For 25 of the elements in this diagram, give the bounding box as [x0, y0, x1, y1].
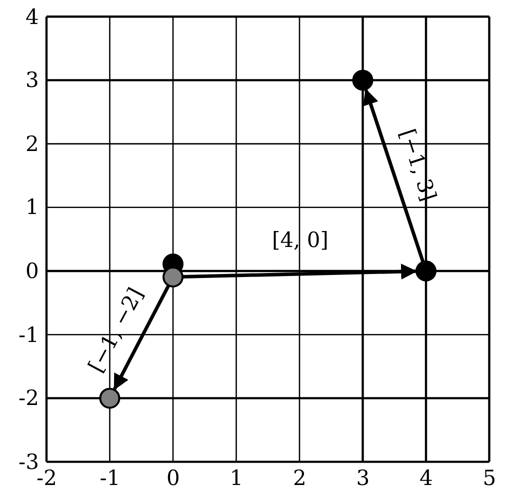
- y-tick-label: 2: [26, 132, 39, 155]
- vector-arrow: [182, 264, 418, 280]
- point-marker: [352, 70, 374, 91]
- x-tick-label: -1: [100, 466, 120, 489]
- x-tick-label: 4: [420, 466, 433, 489]
- vector-label: [−1, −2]: [84, 284, 148, 376]
- y-tick-label: 4: [26, 6, 39, 28]
- y-tick-label: -3: [18, 450, 39, 473]
- y-tick-label: 3: [26, 69, 39, 92]
- point-marker: [99, 388, 120, 409]
- vector-arrow: [113, 284, 170, 390]
- x-tick-label: 0: [166, 466, 180, 489]
- x-tick-label: -2: [36, 466, 57, 489]
- y-tick-label: -1: [18, 324, 39, 346]
- point-marker: [416, 260, 436, 282]
- vector-label: [4, 0]: [272, 229, 328, 251]
- point-marker: [162, 266, 184, 288]
- x-tick-label: 2: [293, 466, 306, 489]
- x-tick-label: 3: [356, 466, 370, 489]
- x-tick-label: 1: [230, 466, 244, 489]
- x-tick-label: 5: [482, 466, 496, 489]
- y-tick-label: -2: [18, 387, 39, 410]
- y-tick-label: 1: [26, 196, 39, 218]
- y-tick-label: 0: [26, 260, 39, 282]
- vector-arrow: [363, 88, 425, 263]
